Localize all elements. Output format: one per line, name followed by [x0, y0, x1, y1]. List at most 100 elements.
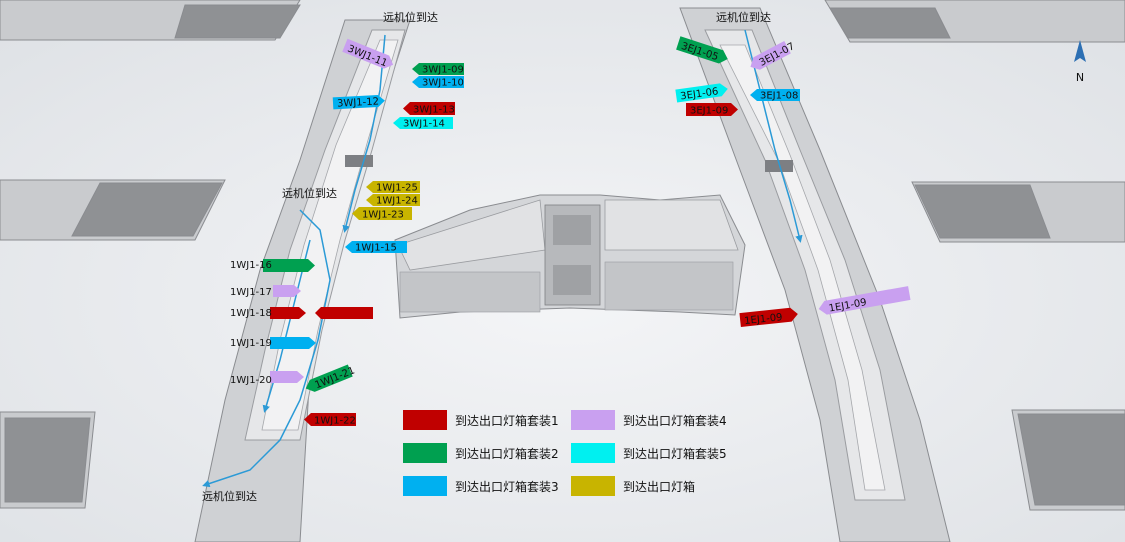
sign-marker-shape	[676, 36, 728, 64]
sign-marker-label: 1WJ1-20	[230, 375, 272, 386]
sign-marker-label: 1WJ1-18	[230, 308, 272, 319]
legend-item: 到达出口灯箱套装1	[403, 410, 559, 430]
sign-marker-3EJ1-06[interactable]: 3EJ1-06	[675, 82, 728, 103]
sign-marker-shape	[818, 286, 911, 315]
sign-marker-shape	[750, 89, 800, 101]
pier-bottom-left-roof	[4, 417, 91, 503]
central-terminal	[394, 194, 746, 319]
sign-marker-3EJ1-09[interactable]: 3EJ1-09	[686, 103, 738, 117]
legend-swatch	[571, 443, 615, 463]
sign-marker-1WJ1-16[interactable]	[263, 259, 315, 272]
north-arrow-icon: N	[1074, 40, 1086, 84]
sign-marker-shape	[345, 241, 407, 253]
sign-marker-label: 3EJ1-09	[690, 106, 728, 117]
sign-marker-shape	[270, 307, 306, 319]
place-label-remote-arrival-bottom-left: 远机位到达	[202, 489, 257, 503]
east-gate-block	[765, 160, 793, 172]
sign-marker-label: 3WJ1-13	[413, 105, 455, 116]
sign-marker-shape	[332, 95, 385, 110]
legend-item: 到达出口灯箱套装4	[571, 410, 727, 430]
sign-marker-3WJ1-10[interactable]: 3WJ1-10	[412, 76, 464, 89]
route-east	[744, 29, 803, 243]
sign-marker-shape	[750, 40, 791, 70]
pier-bottom-right-roof	[1017, 413, 1125, 506]
legend-swatch	[571, 410, 615, 430]
sign-marker-label: 3WJ1-14	[403, 119, 445, 130]
pier-mid-left-roof	[71, 182, 223, 237]
north-label: N	[1076, 71, 1084, 84]
sign-marker-label: 1WJ1-16	[230, 260, 272, 271]
sign-marker-shape	[686, 103, 738, 116]
sign-marker-1WJ1-18[interactable]	[270, 307, 306, 319]
sign-marker-shape	[412, 63, 464, 75]
sign-marker-label: 1WJ1-23	[362, 210, 404, 221]
sign-marker-1WJ1-22[interactable]: 1WJ1-22	[304, 413, 356, 427]
sign-marker-label: 3WJ1-12	[337, 96, 379, 109]
sign-marker-label: 1WJ1-17	[230, 287, 272, 298]
legend-label: 到达出口灯箱套装5	[623, 446, 727, 461]
place-label-remote-arrival-top-right: 远机位到达	[716, 10, 771, 24]
legend-swatch	[571, 476, 615, 496]
legend-swatch	[403, 443, 447, 463]
sign-marker-shape	[393, 117, 453, 129]
pier-top-right-roof	[829, 7, 951, 39]
legend-item: 到达出口灯箱套装5	[571, 443, 727, 463]
route-west-upper	[342, 34, 386, 233]
sign-marker-3WJ1-13[interactable]: 3WJ1-13	[403, 102, 455, 116]
legend-swatch	[403, 476, 447, 496]
sign-marker-shape	[366, 181, 420, 193]
legend-label: 到达出口灯箱	[623, 479, 696, 494]
east-concourse	[679, 7, 951, 542]
sign-marker-label: 1WJ1-19	[230, 338, 272, 349]
sign-marker-shape	[412, 76, 464, 88]
legend-item: 到达出口灯箱	[571, 476, 695, 496]
sign-marker-shape	[352, 207, 412, 220]
sign-marker-extra-shape	[315, 307, 373, 319]
sign-marker-shape	[270, 371, 304, 383]
sign-marker-3WJ1-12[interactable]: 3WJ1-12	[332, 95, 386, 110]
sign-marker-1WJ1-23[interactable]: 1WJ1-23	[352, 207, 412, 221]
sign-marker-label: 1WJ1-22	[314, 416, 356, 427]
sign-marker-label: 3EJ1-06	[680, 86, 719, 102]
sign-marker-1WJ1-25[interactable]: 1WJ1-25	[366, 181, 420, 194]
sign-marker-shape	[263, 259, 315, 272]
legend-label: 到达出口灯箱套装2	[455, 446, 559, 461]
sign-marker-1WJ1-17[interactable]	[273, 285, 301, 297]
legend-label: 到达出口灯箱套装3	[455, 479, 559, 494]
sign-marker-1EJ1-09-red[interactable]: 1EJ1-09	[739, 307, 798, 327]
sign-marker-shape	[270, 337, 316, 349]
sign-marker-shape	[675, 83, 728, 103]
place-label-remote-arrival-top-left: 远机位到达	[383, 10, 438, 24]
sign-marker-label: 1EJ1-09	[744, 312, 783, 327]
pier-mid-right-roof	[914, 184, 1051, 239]
route-west-lower	[202, 209, 331, 488]
sign-marker-1WJ1-19[interactable]	[270, 337, 316, 349]
west-gate-block	[345, 155, 373, 167]
legend: 到达出口灯箱套装1 到达出口灯箱套装2 到达出口灯箱套装3 到达出口灯箱套装4 到达出口…	[403, 410, 763, 500]
legend-swatch	[403, 410, 447, 430]
sign-marker-shape	[403, 102, 455, 115]
sign-marker-shape	[305, 364, 353, 392]
sign-marker-3EJ1-08[interactable]: 3EJ1-08	[750, 89, 800, 102]
sign-marker-3WJ1-14[interactable]: 3WJ1-14	[393, 117, 453, 130]
sign-marker-3WJ1-09[interactable]: 3WJ1-09	[412, 63, 464, 76]
sign-marker-shape	[342, 38, 394, 69]
sign-marker-1WJ1-15[interactable]: 1WJ1-15	[345, 241, 407, 254]
sign-marker-label: 1WJ1-25	[376, 183, 418, 194]
sign-marker-label: 1WJ1-24	[376, 196, 418, 207]
legend-label: 到达出口灯箱套装1	[455, 413, 559, 428]
sign-marker-shape	[304, 413, 356, 426]
sign-marker-label: 3WJ1-10	[422, 78, 464, 89]
sign-marker-1WJ1-20[interactable]	[270, 371, 304, 383]
legend-label: 到达出口灯箱套装4	[623, 413, 727, 428]
sign-marker-1WJ1-24[interactable]: 1WJ1-24	[366, 194, 420, 207]
sign-marker-label: 3WJ1-09	[422, 65, 464, 76]
sign-marker-shape	[739, 307, 798, 327]
sign-marker-label: 1WJ1-15	[355, 243, 397, 254]
place-label-remote-arrival-mid-left: 远机位到达	[282, 186, 337, 200]
legend-item: 到达出口灯箱套装3	[403, 476, 559, 496]
sign-marker-shape	[366, 194, 420, 206]
pier-top-left-roof	[174, 4, 301, 39]
